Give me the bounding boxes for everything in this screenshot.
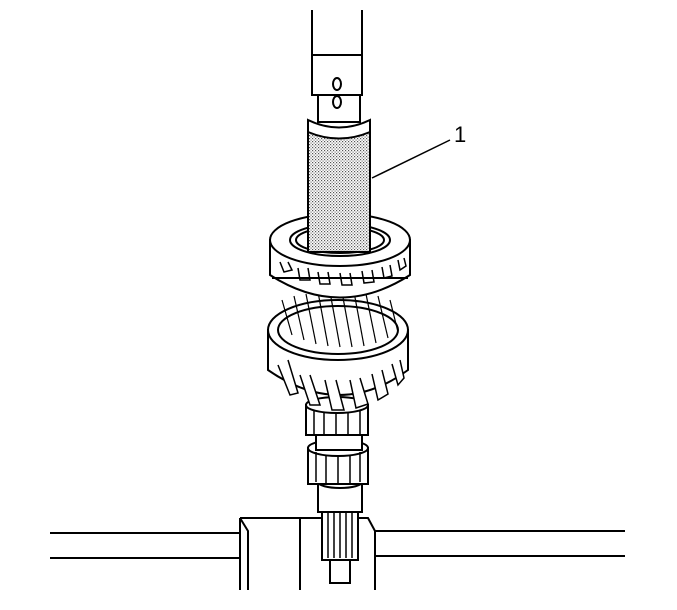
- callout-label-1: 1: [454, 122, 466, 147]
- press-tool: [307, 10, 371, 253]
- helical-gear: [267, 291, 409, 411]
- main-shaft: [305, 396, 369, 584]
- callout-1: 1: [371, 122, 466, 179]
- press-bed: [50, 517, 625, 590]
- callout-leader-line: [371, 139, 451, 179]
